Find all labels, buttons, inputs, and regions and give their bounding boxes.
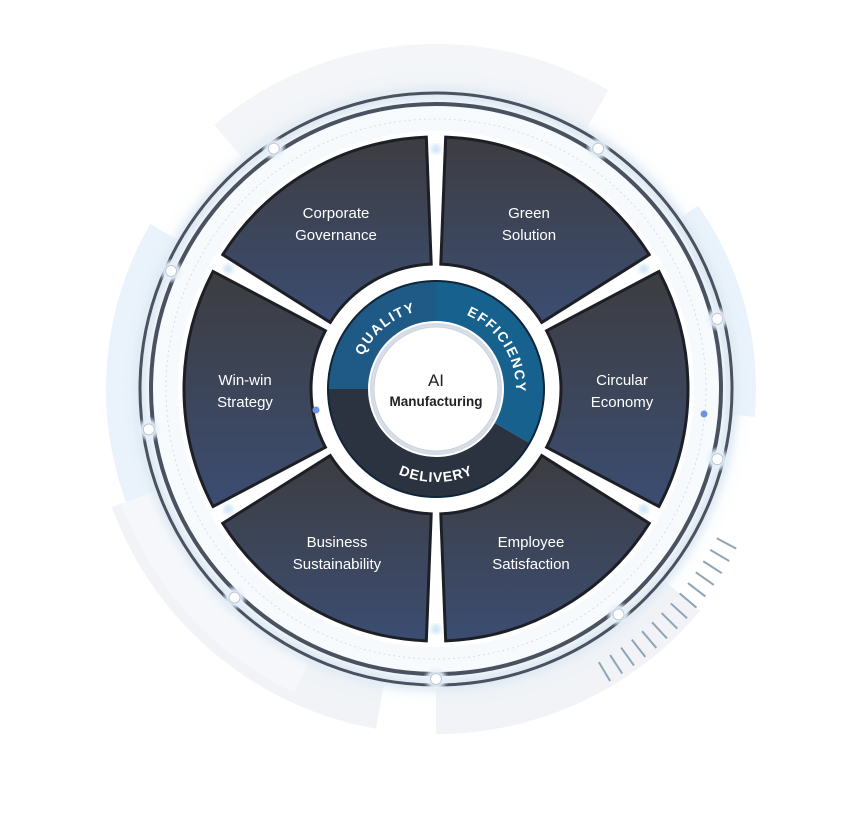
pillar-label-delivery: DELIVERY xyxy=(397,462,475,485)
halo-arc-soft xyxy=(121,489,312,693)
segment-label-line: Satisfaction xyxy=(492,556,570,573)
hatch-tick xyxy=(630,638,647,658)
center-disc-inner xyxy=(373,326,499,452)
gap-glint xyxy=(431,624,441,634)
segment-ring xyxy=(182,135,690,643)
hatch-tick xyxy=(620,646,635,667)
segment-shape xyxy=(439,453,652,643)
segment-label-line: Strategy xyxy=(217,394,273,411)
segment-circular-economy: Circular Economy xyxy=(591,372,654,411)
node-dot xyxy=(612,608,625,621)
hatch-tick xyxy=(695,571,715,586)
ring-node-dots xyxy=(138,138,737,689)
segment-business-sustainability: Business Sustainability xyxy=(293,534,382,573)
hatch-tick xyxy=(678,592,698,609)
node-dot xyxy=(165,265,178,278)
hatch-tick xyxy=(716,537,737,550)
halo-arc-top xyxy=(214,44,609,160)
hatch-tick xyxy=(702,560,723,575)
gap-glint xyxy=(638,504,649,514)
accent-dot-right xyxy=(700,410,708,418)
node-dot xyxy=(430,673,442,685)
center-title: AI xyxy=(428,371,444,390)
hatch-tick xyxy=(651,621,668,640)
hatch-tick xyxy=(641,630,658,649)
gap-glint xyxy=(223,504,234,514)
pillar-band-delivery xyxy=(328,389,530,498)
segment-label-line: Solution xyxy=(502,227,556,244)
accent-dot-left xyxy=(312,406,320,414)
gap-glint xyxy=(223,264,234,274)
hatch-tick xyxy=(687,582,706,598)
hatch-tick xyxy=(670,602,688,620)
edge-label-lower-left: ol xyxy=(100,460,111,476)
segment-label-line: Business xyxy=(307,534,368,551)
segment-employee-satisfaction: Employee Satisfaction xyxy=(492,534,570,573)
segment-label-line: Governance xyxy=(295,227,377,244)
node-dot xyxy=(142,423,155,436)
hatch-tick xyxy=(660,612,678,630)
node-dot xyxy=(228,591,241,604)
segment-label-line: Employee xyxy=(498,534,565,551)
segment-label-line: Win-win xyxy=(218,372,271,389)
segment-label-line: Corporate xyxy=(303,205,370,222)
segment-label-line: Circular xyxy=(596,372,648,389)
hatch-tick xyxy=(597,661,611,682)
segment-shape xyxy=(439,135,652,325)
segment-label-line: Green xyxy=(508,205,550,222)
hatch-tick xyxy=(609,654,624,675)
node-dot xyxy=(711,453,724,466)
segment-corporate-governance: Corporate Governance xyxy=(295,205,377,244)
pillar-band-quality xyxy=(328,281,436,389)
segment-label-line: Sustainability xyxy=(293,556,382,573)
segment-shape xyxy=(220,135,433,325)
edge-label-upper-left: ng xyxy=(100,293,116,309)
segment-shape xyxy=(544,269,690,509)
segment-win-win-strategy: Win-win Strategy xyxy=(217,372,273,411)
node-dot xyxy=(711,312,724,325)
dotted-ring xyxy=(165,118,707,660)
center-subtitle: Manufacturing xyxy=(390,394,483,409)
segment-green-solution: Green Solution xyxy=(502,205,556,244)
segment-label-line: Economy xyxy=(591,394,654,411)
hatch-tick xyxy=(709,549,730,562)
node-dot xyxy=(592,142,605,155)
pillar-band-efficiency xyxy=(436,281,544,443)
pillar-hub xyxy=(316,269,556,509)
node-dot xyxy=(267,142,280,155)
gap-glint xyxy=(431,144,441,154)
gap-glint xyxy=(638,264,649,274)
hub-outline xyxy=(327,280,545,498)
segment-shape xyxy=(220,453,433,643)
